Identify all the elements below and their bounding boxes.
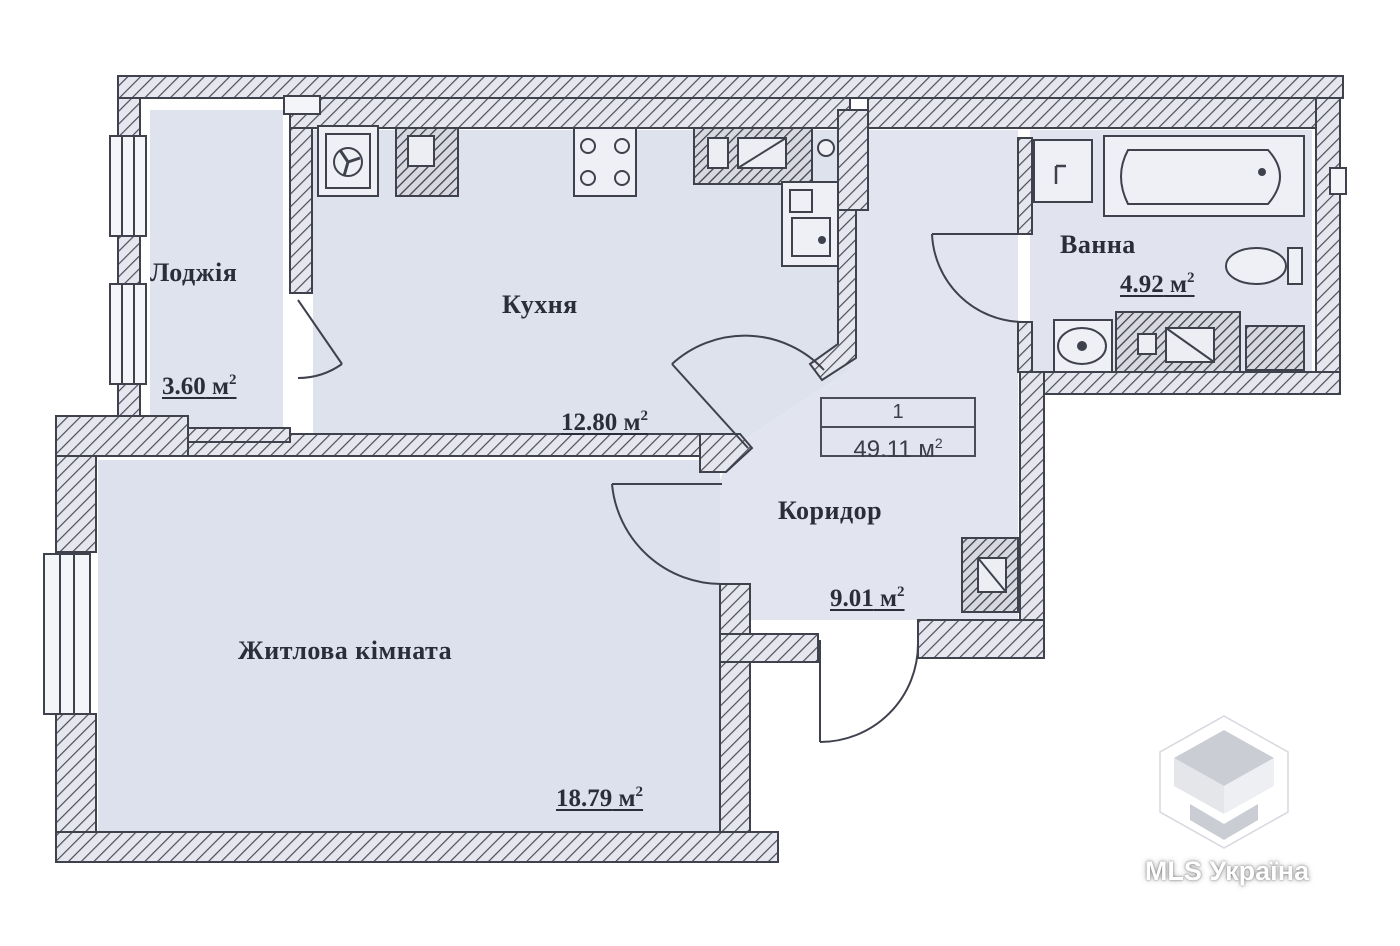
wall-entry-left [719,633,819,663]
room-area-loggia: 3.60 м2 [162,372,237,400]
door-loggia [297,299,343,380]
window-kitchen [283,95,321,115]
wall-corridor-right [1019,371,1045,659]
kitchen-fixtures [317,125,839,267]
room-name-living: Житлова кімната [238,636,453,665]
wall-bath-bottom [1041,371,1341,395]
window-bath-vent [1329,167,1347,195]
wall-kitchen-living-end [699,433,754,473]
wall-top-inner [289,97,851,129]
window-loggia-top [109,135,147,237]
wall-bath-partition-top [1017,137,1033,235]
room-area-bathroom: 4.92 м2 [1120,270,1195,298]
walls [55,75,1344,863]
vent-shafts [395,127,1305,613]
floor-kitchen [313,130,850,446]
apartment-total-area: 49.11 м2 [853,435,943,463]
wall-living-left-top [55,455,97,553]
door-kitchen [671,334,825,449]
floor-loggia [150,110,283,430]
apartment-number: 1 [822,399,974,428]
wall-loggia-kitchen [289,127,313,294]
wall-entry-right [917,619,1045,659]
stove [573,127,637,197]
room-name-bathroom: Ванна [1060,230,1136,259]
windows [43,95,1347,715]
wall-kitchen-diagonal [808,209,857,382]
room-name-corridor: Коридор [778,496,883,525]
wall-kitchen-pillar [837,109,869,211]
floor-corridor [720,130,1018,620]
doors [297,233,1023,743]
vent-shaft-corridor [961,537,1019,613]
door-entrance [819,640,919,743]
water-heater [1033,139,1093,203]
floor-living [98,460,720,832]
mls-cube-icon [1159,715,1289,849]
toilet [1225,247,1303,285]
vent-shaft-bath-small [1245,325,1305,371]
room-area-corridor: 9.01 м2 [830,584,905,612]
room-area-living: 18.79 м2 [556,784,644,812]
wall-living-bottom [55,831,779,863]
wall-right [1315,97,1341,395]
door-bath [931,233,1023,323]
wall-top [117,75,1344,99]
apartment-summary-box: 1 49.11 м2 [820,397,976,463]
window-living [43,553,91,715]
wall-bath-partition-bottom [1017,321,1033,373]
window-loggia-bottom [109,283,147,385]
room-name-kitchen: Кухня [502,290,578,319]
bathroom-fixtures [1033,135,1305,373]
room-area-kitchen: 12.80 м2 [561,408,649,436]
room-name-loggia: Лоджія [150,258,238,287]
washbasin [1053,319,1113,373]
wall-living-right [719,583,751,833]
logo-text: MLS Україна [1144,856,1310,886]
wall-top-right [867,97,1324,129]
door-living [611,483,723,586]
wall-living-top [55,415,189,457]
